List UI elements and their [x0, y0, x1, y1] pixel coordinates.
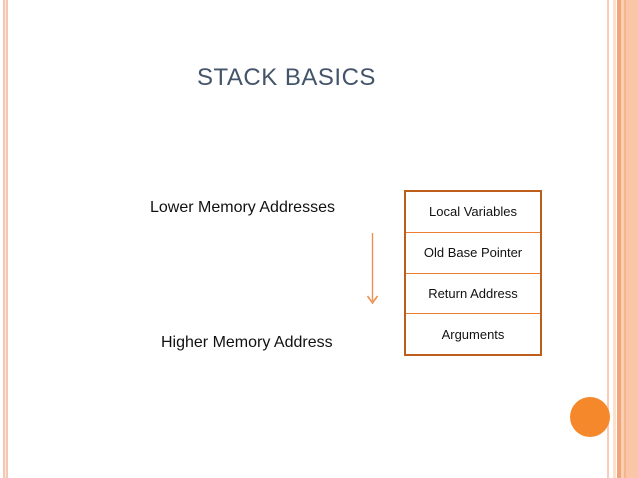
stack-diagram: Local Variables Old Base Pointer Return … — [404, 190, 542, 356]
slide-title: STACK BASICS — [197, 64, 376, 91]
accent-circle — [570, 397, 610, 437]
label-lower-memory-addresses: Lower Memory Addresses — [150, 199, 335, 216]
stack-cell-arguments: Arguments — [406, 313, 540, 354]
label-higher-memory-address: Higher Memory Address — [161, 334, 333, 351]
stack-cell-return-address: Return Address — [406, 272, 540, 314]
right-border-stripes — [607, 0, 638, 478]
stack-cell-old-base-pointer: Old Base Pointer — [406, 231, 540, 273]
left-border-stripes — [3, 0, 8, 478]
stack-cell-local-variables: Local Variables — [429, 204, 517, 220]
down-arrow-icon — [366, 232, 379, 309]
